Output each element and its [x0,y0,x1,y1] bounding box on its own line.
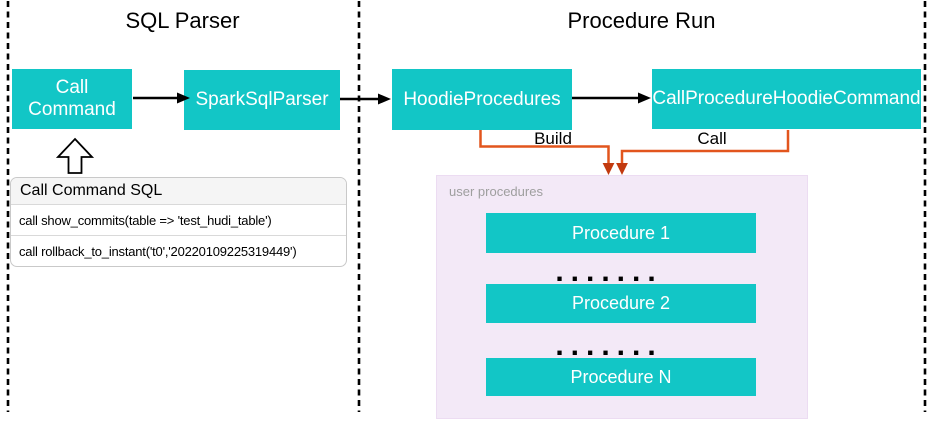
procedure-run-section-title: Procedure Run [567,8,716,33]
node-spark-sql-parser: SparkSqlParser [184,70,340,130]
arrow-sparksqlparser-to-hoodieprocedures [340,93,391,105]
arrow-call-command-to-sparksqlparser [133,92,190,104]
build-edge-label: Build [534,129,572,148]
node-procedure-1: Procedure 1 [486,213,756,253]
node-procedure-2: Procedure 2 [486,284,756,323]
sql-parser-section-title: SQL Parser [125,8,240,33]
node-call-command: Call Command [12,69,132,129]
user-procedures-container: user procedures Procedure 1 ....... Proc… [436,175,808,419]
call-command-sql-box: Call Command SQL call show_commits(table… [10,177,347,267]
arrow-hoodieprocedures-to-callprocedure [572,92,651,104]
node-procedure-n: Procedure N [486,358,756,396]
sql-example-rollback: call rollback_to_instant('t0','202201092… [19,244,297,259]
user-procedures-label: user procedures [449,184,543,199]
ellipsis-dots-bottom: ....... [555,329,663,362]
node-hoodie-procedures: HoodieProcedures [392,69,572,130]
call-edge-label: Call [697,129,727,148]
hollow-up-arrow [55,137,95,174]
sql-example-show-commits: call show_commits(table => 'test_hudi_ta… [11,205,346,236]
node-call-procedure-hoodie-command: CallProcedureHoodieCommand [652,69,921,129]
sql-box-title: Call Command SQL [11,178,346,205]
ellipsis-dots-top: ....... [555,255,663,288]
